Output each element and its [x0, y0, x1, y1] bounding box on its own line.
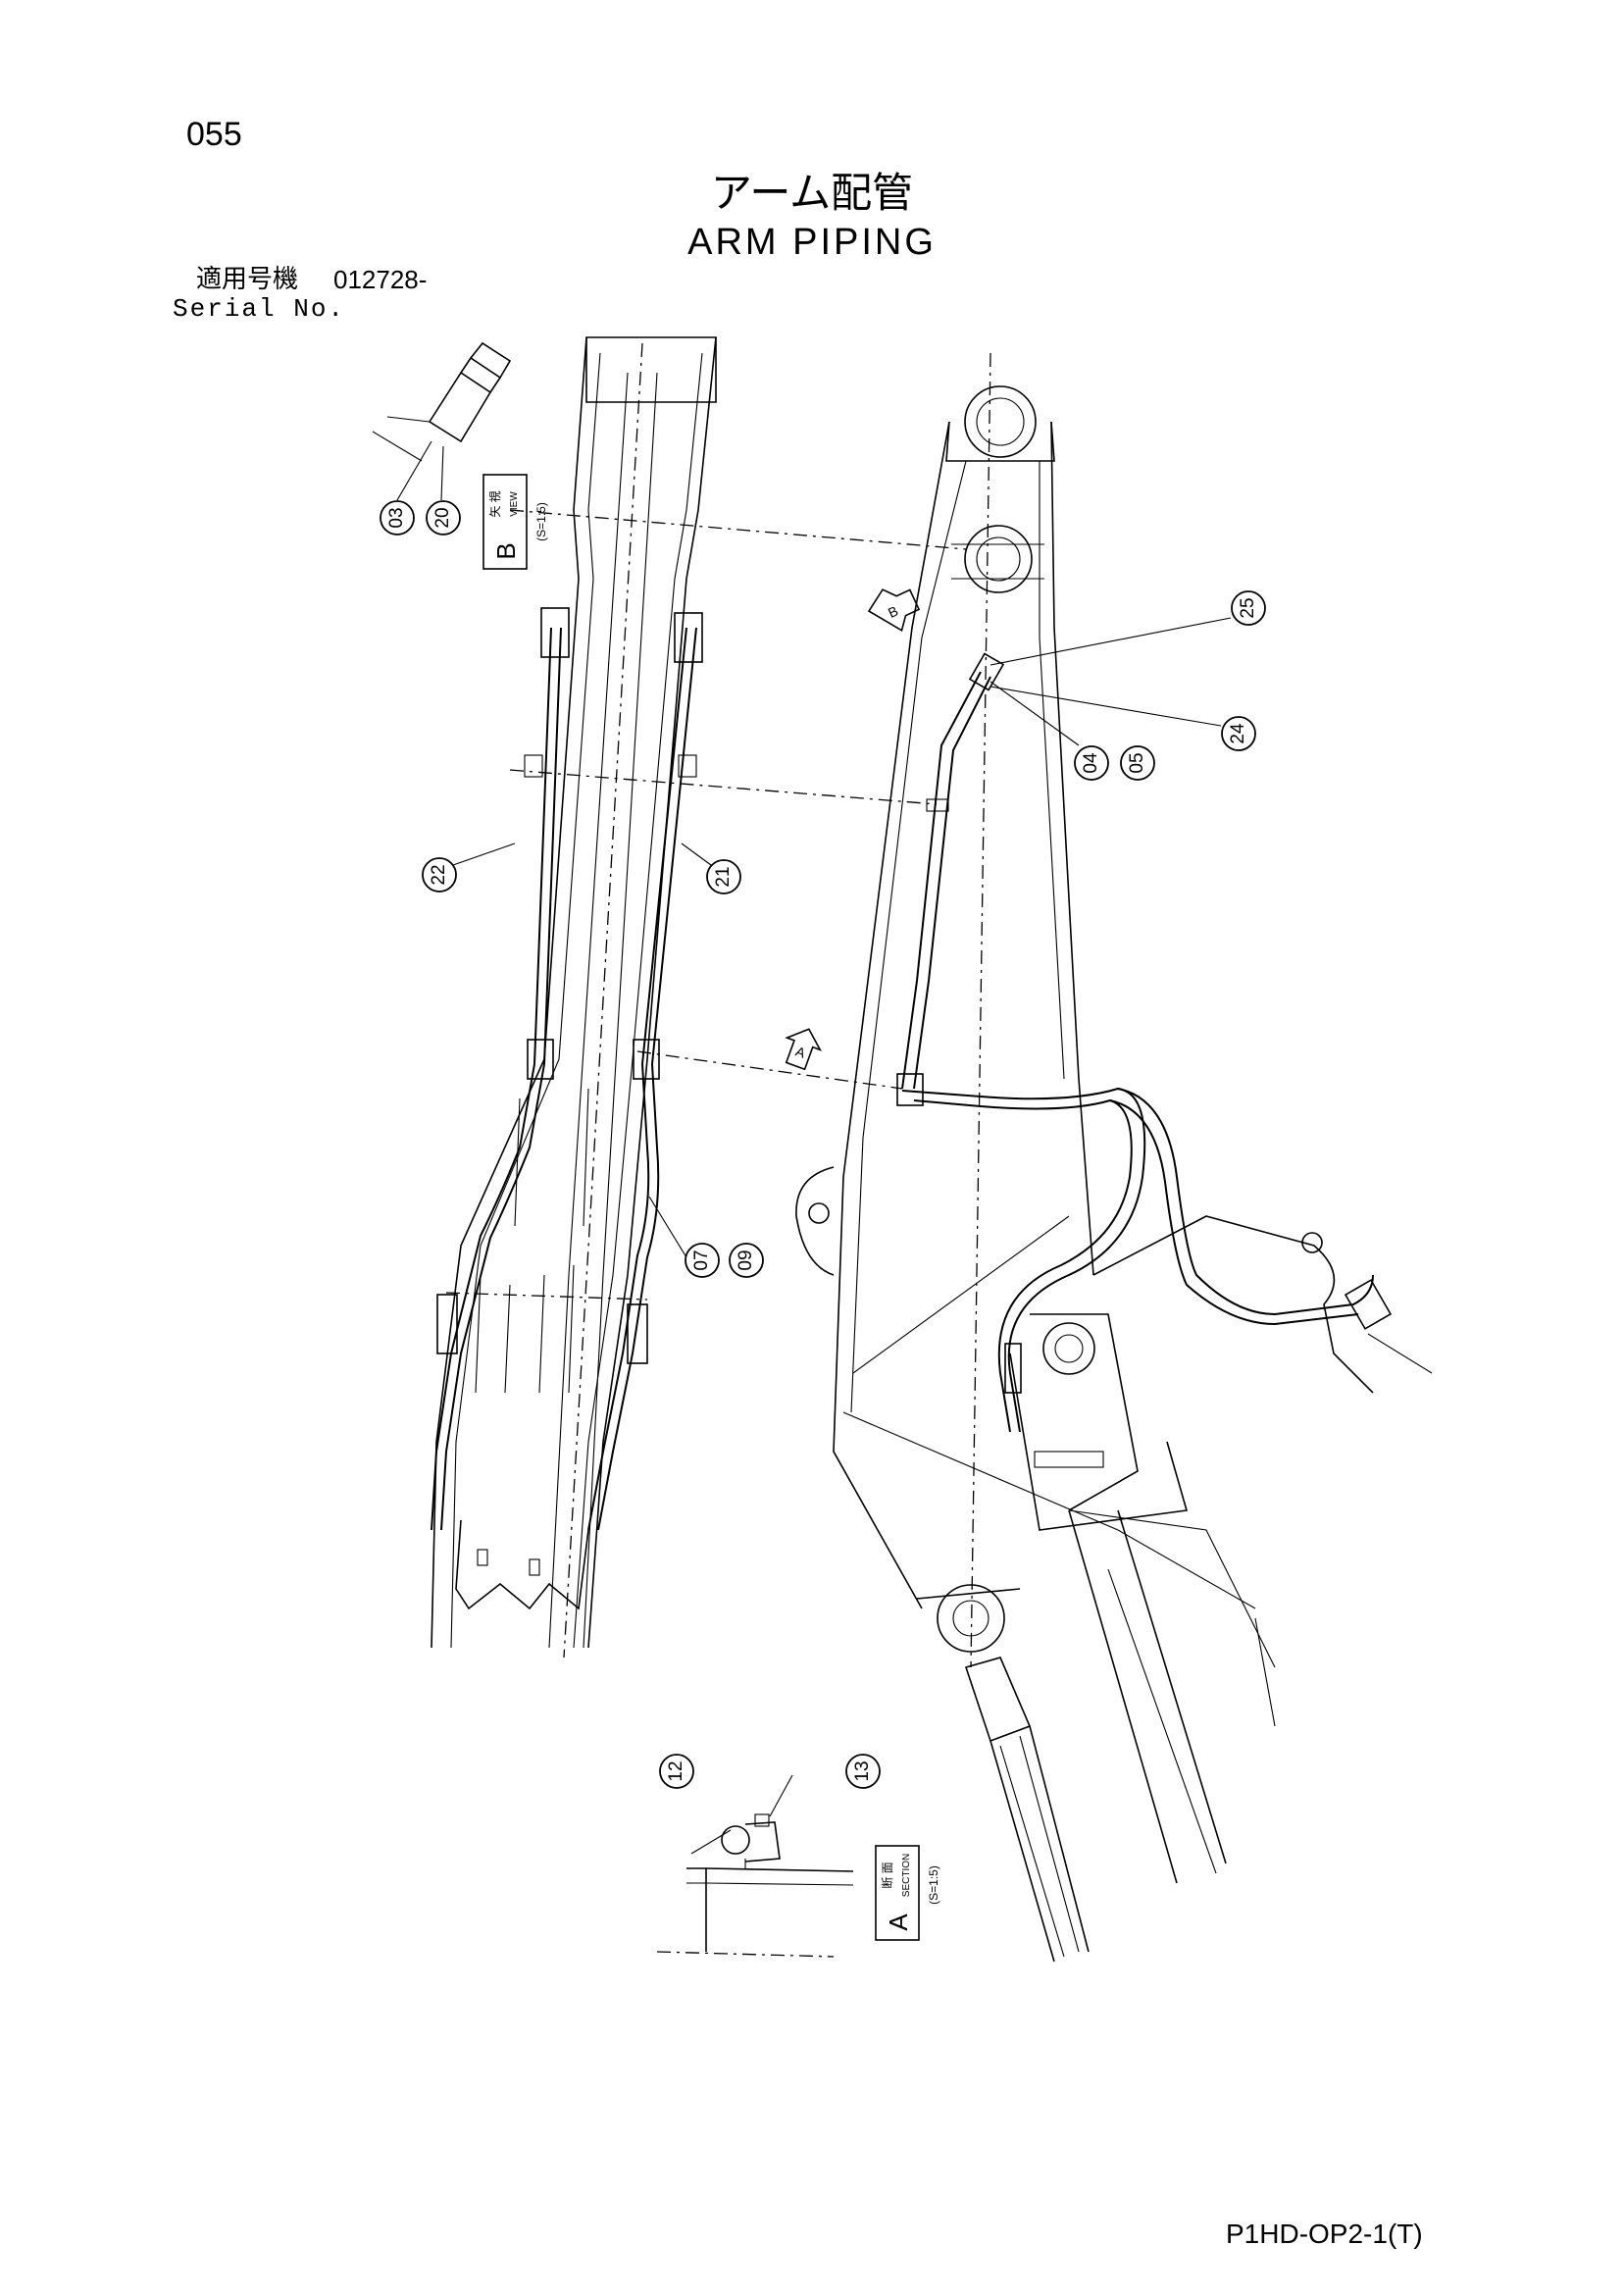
serial-label-english: Serial No.: [173, 294, 346, 324]
svg-text:03: 03: [386, 507, 407, 528]
svg-text:09: 09: [736, 1250, 756, 1270]
svg-text:20: 20: [432, 507, 453, 528]
svg-text:07: 07: [691, 1250, 712, 1270]
serial-label-japanese: 適用号機: [196, 265, 299, 294]
section-a-arrow: A: [785, 1028, 822, 1071]
arm-side-view: B A: [785, 352, 1433, 1963]
callout-20: 20: [426, 500, 461, 536]
arm-top-view: [431, 336, 717, 1658]
section-a-detail: [656, 1774, 854, 1958]
svg-text:13: 13: [852, 1760, 873, 1781]
section-a-letter: A: [884, 1913, 913, 1931]
svg-text:05: 05: [1127, 752, 1147, 773]
callout-13: 13: [845, 1754, 881, 1789]
callout-07: 07: [685, 1243, 720, 1278]
callout-12: 12: [659, 1754, 694, 1789]
page-title-japanese: アーム配管: [710, 169, 914, 217]
arrow-b-letter: B: [886, 603, 900, 621]
svg-text:12: 12: [666, 1760, 686, 1781]
document-code: P1HD-OP2-1(T): [1226, 2219, 1423, 2249]
callout-21: 21: [706, 859, 741, 894]
svg-text:24: 24: [1228, 723, 1248, 744]
section-a-jp: 断 面: [880, 1862, 894, 1888]
svg-text:22: 22: [429, 864, 449, 885]
svg-text:25: 25: [1238, 597, 1258, 618]
page-number: 055: [186, 116, 242, 153]
section-a-en: SECTION: [901, 1854, 912, 1897]
svg-text:21: 21: [713, 866, 734, 887]
view-b-label: B 矢 視 VIEW (S=1:5): [482, 474, 548, 570]
callout-24: 24: [1221, 716, 1256, 751]
view-b-scale: (S=1:5): [534, 502, 548, 541]
page-title-english: ARM PIPING: [687, 222, 937, 263]
callout-09: 09: [729, 1243, 764, 1278]
serial-number-code: 012728-: [333, 265, 428, 294]
view-b-letter: B: [491, 542, 521, 559]
svg-text:04: 04: [1081, 752, 1101, 774]
view-b-jp: 矢 視: [487, 490, 502, 517]
section-a-label: A 断 面 SECTION (S=1:5): [875, 1845, 940, 1941]
view-b-en: VIEW: [509, 491, 520, 517]
section-a-scale: (S=1:5): [927, 1865, 940, 1905]
callout-04: 04: [1074, 745, 1109, 781]
arrow-a-letter: A: [793, 1044, 808, 1061]
connector-detail: [372, 341, 512, 501]
callout-05: 05: [1120, 745, 1155, 781]
callout-03: 03: [380, 500, 415, 536]
callout-25: 25: [1231, 590, 1266, 626]
callout-22: 22: [422, 857, 457, 893]
